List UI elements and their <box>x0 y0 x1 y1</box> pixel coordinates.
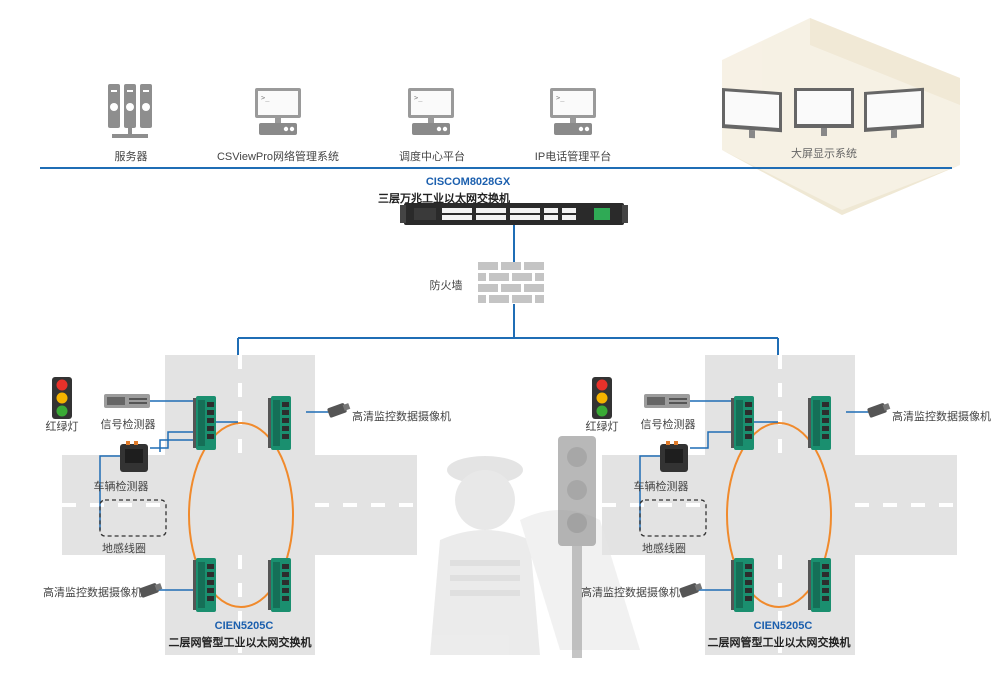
ipphone-label: IP电话管理平台 <box>534 151 612 163</box>
dispatch-workstation-icon <box>408 88 454 135</box>
brick-wall-icon <box>478 262 544 303</box>
left-loop-coil-label: 地感线圈 <box>102 543 146 555</box>
left-loop-coil-icon <box>99 499 167 537</box>
right-switch-model: CIEN5205C <box>753 620 813 632</box>
left-vehicle-detector-label: 车辆检测器 <box>93 481 149 493</box>
center-traffic-light-icon <box>558 436 596 658</box>
nms-label: CSViewPro网络管理系统 <box>216 151 340 163</box>
left-camera-top-icon <box>326 402 351 419</box>
right-signal-detector-icon <box>644 394 690 408</box>
distribution-links <box>237 304 779 422</box>
left-switch-desc: 二层网管型工业以太网交换机 <box>168 637 312 649</box>
left-cluster <box>52 377 351 612</box>
left-signal-detector-icon <box>104 394 150 408</box>
core-switch-desc: 三层万兆工业以太网交换机 <box>378 193 510 205</box>
right-camera-bottom-label: 高清监控数据摄像机 <box>581 587 680 599</box>
monitor-wall-icon <box>722 87 924 139</box>
bigscreen-label: 大屏显示系统 <box>791 148 857 160</box>
left-traffic-light-icon <box>52 377 72 419</box>
left-signal-detector-label: 信号检测器 <box>100 419 156 431</box>
right-camera-top-label: 高清监控数据摄像机 <box>892 411 991 423</box>
right-switch-2-icon <box>808 396 831 450</box>
servers-label: 服务器 <box>114 151 148 163</box>
left-switch-2-icon <box>268 396 291 450</box>
right-signal-detector-label: 信号检测器 <box>640 419 696 431</box>
right-switch-3-icon <box>731 558 754 612</box>
firewall-label: 防火墙 <box>429 280 463 292</box>
right-switch-4-icon <box>808 558 831 612</box>
right-vehicle-detector-icon <box>660 441 688 472</box>
left-ring-topology <box>188 422 294 608</box>
right-camera-top-icon <box>866 402 891 419</box>
right-vehicle-detector-label: 车辆检测器 <box>633 481 689 493</box>
right-loop-coil-icon <box>639 499 707 537</box>
right-ring-topology <box>726 422 832 608</box>
right-cluster <box>592 377 891 612</box>
right-traffic-light-label: 红绿灯 <box>585 421 619 433</box>
left-traffic-light-label: 红绿灯 <box>45 421 79 433</box>
ipphone-workstation-icon <box>550 88 596 135</box>
right-loop-coil-label: 地感线圈 <box>642 543 686 555</box>
right-traffic-light-icon <box>592 377 612 419</box>
left-switch-1-icon <box>193 396 216 450</box>
left-switch-3-icon <box>193 558 216 612</box>
server-rack-icon <box>108 84 152 138</box>
core-switch-model: CISCOM8028GX <box>425 176 511 188</box>
left-switch-model: CIEN5205C <box>214 620 274 632</box>
nms-workstation-icon <box>255 88 301 135</box>
rack-switch-icon <box>400 203 628 225</box>
right-switch-1-icon <box>731 396 754 450</box>
left-camera-bottom-label: 高清监控数据摄像机 <box>43 587 142 599</box>
left-vehicle-detector-icon <box>120 441 148 472</box>
left-switch-4-icon <box>268 558 291 612</box>
dispatch-label: 调度中心平台 <box>399 151 465 163</box>
right-switch-desc: 二层网管型工业以太网交换机 <box>707 637 851 649</box>
left-camera-top-label: 高清监控数据摄像机 <box>352 411 451 423</box>
